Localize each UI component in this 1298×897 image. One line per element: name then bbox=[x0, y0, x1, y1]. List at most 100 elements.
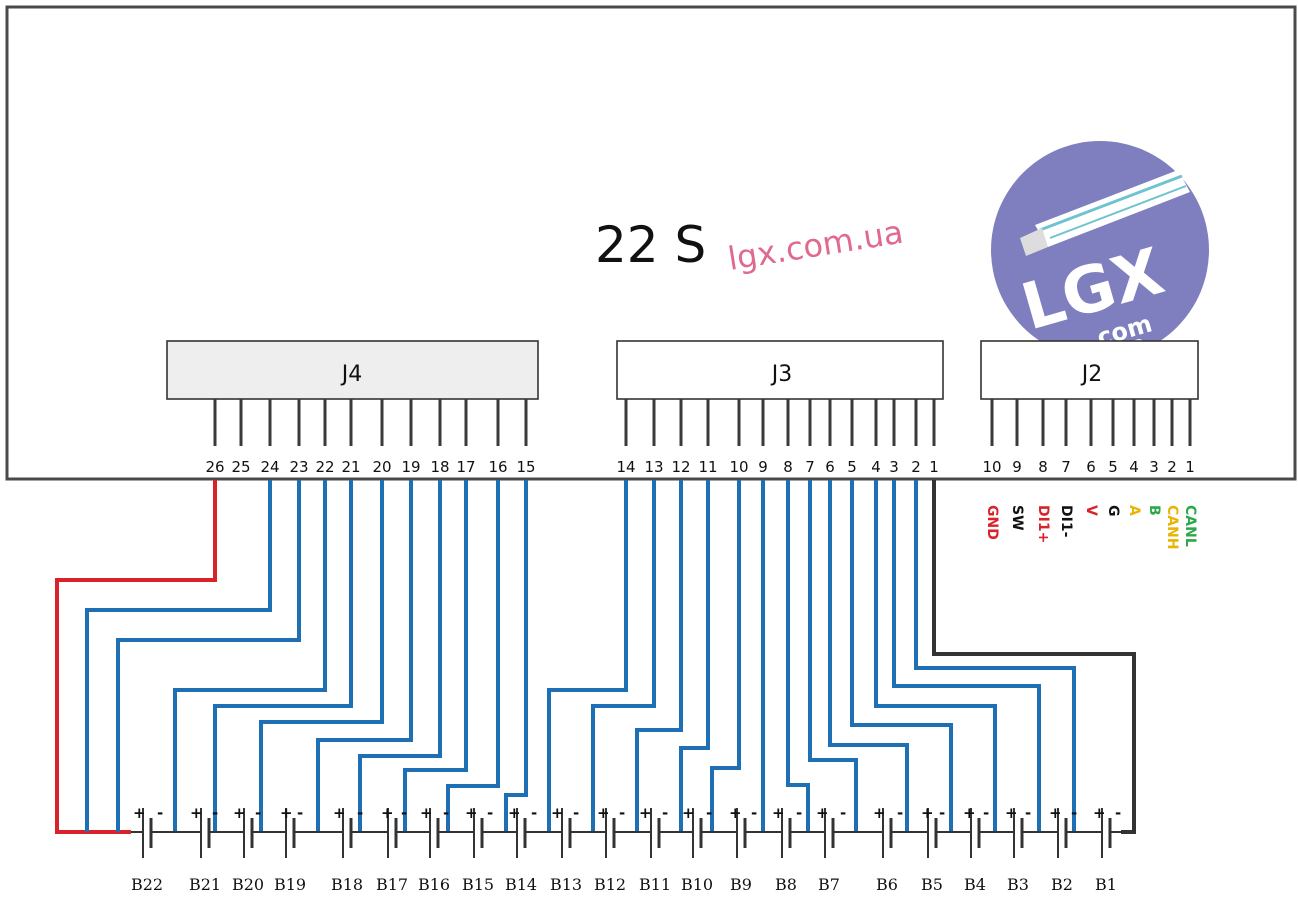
connector-j3-pin-label-6: 6 bbox=[825, 458, 835, 476]
minus-sign-b3: - bbox=[1025, 804, 1031, 822]
plus-sign-b15: + bbox=[465, 804, 478, 822]
battery-cell-b19: +- B19 bbox=[274, 804, 306, 894]
minus-sign-b5: - bbox=[939, 804, 945, 822]
battery-cell-b11: +- B11 bbox=[637, 804, 671, 894]
plus-sign-b13: + bbox=[551, 804, 564, 822]
battery-cell-b6: +-B6 bbox=[871, 804, 903, 894]
minus-sign-b10: - bbox=[706, 804, 712, 822]
minus-sign-b2: - bbox=[1071, 804, 1077, 822]
battery-cell-b16: +-B16 bbox=[418, 804, 450, 894]
lgx-logo: LGX com ua bbox=[991, 141, 1209, 361]
cell-label-b17: B17 bbox=[376, 875, 408, 894]
connector-j4: J4 bbox=[166, 340, 539, 400]
plus-sign-b20: + bbox=[233, 804, 246, 822]
cell-label-b19: B19 bbox=[274, 875, 306, 894]
connector-j3-pin-label-13: 13 bbox=[644, 458, 663, 476]
cell-label-b8: B8 bbox=[775, 875, 797, 894]
wire-j4-pin-19 bbox=[316, 480, 413, 832]
battery-cell-b14: +- B14 bbox=[505, 804, 537, 894]
plus-sign-b7: + bbox=[816, 804, 829, 822]
connector-j2-label: J2 bbox=[1080, 362, 1103, 387]
wire-j4-pin-15 bbox=[504, 480, 528, 832]
battery-string: +-B22+-B21+-B20+-B19+-B18+-B17+-B16+-B15… bbox=[131, 804, 1121, 894]
wire-j3-pin-1 bbox=[932, 480, 1136, 834]
signal-label-gnd: GND bbox=[984, 505, 1000, 540]
battery-cell-b12: +-B12 bbox=[594, 804, 626, 894]
wire-j4-pin-26 bbox=[55, 480, 217, 834]
signal-label-canh: CANH bbox=[1164, 505, 1180, 550]
wire-j4-pin-20 bbox=[259, 480, 384, 832]
battery-cell-b2: +-B2 bbox=[1047, 804, 1077, 894]
wire-j3-pin-13 bbox=[591, 480, 656, 832]
battery-cell-b8: +-B8 bbox=[770, 804, 802, 894]
connector-j2-pin-label-8: 8 bbox=[1038, 458, 1048, 476]
minus-sign-b21: - bbox=[212, 804, 218, 822]
connector-j3-pin-label-3: 3 bbox=[889, 458, 899, 476]
plus-sign-b16: + bbox=[420, 804, 433, 822]
connector-j4-pin-label-25: 25 bbox=[231, 458, 250, 476]
connector-j4-pin-label-22: 22 bbox=[315, 458, 334, 476]
connector-j3-pin-label-11: 11 bbox=[698, 458, 717, 476]
wire-j3-pin-14 bbox=[547, 480, 628, 832]
cell-label-b20: B20 bbox=[232, 875, 264, 894]
connector-j2-pin-label-2: 2 bbox=[1167, 458, 1177, 476]
minus-sign-b11: - bbox=[662, 804, 668, 822]
battery-cell-b15: +-B15 bbox=[462, 804, 494, 894]
minus-sign-b14: - bbox=[531, 804, 537, 822]
plus-sign-b18: + bbox=[333, 804, 346, 822]
battery-cell-b4: +-B4 bbox=[961, 804, 989, 894]
connector-j3-pin-label-12: 12 bbox=[671, 458, 690, 476]
minus-sign-b19: - bbox=[297, 804, 303, 822]
minus-sign-b7: - bbox=[840, 804, 846, 822]
cell-label-b10: B10 bbox=[681, 875, 713, 894]
connector-j4-pin-label-26: 26 bbox=[205, 458, 224, 476]
wire-j4-pin-21 bbox=[213, 480, 353, 832]
battery-cell-b22: +-B22 bbox=[131, 804, 163, 894]
wire-j4-pin-17 bbox=[403, 480, 468, 832]
cell-label-b15: B15 bbox=[462, 875, 494, 894]
minus-sign-b16: - bbox=[443, 804, 449, 822]
connector-j3-label: J3 bbox=[770, 362, 793, 387]
connector-j2-pin-label-4: 4 bbox=[1129, 458, 1139, 476]
connector-j4-pin-label-16: 16 bbox=[488, 458, 507, 476]
connector-j2-pin-label-9: 9 bbox=[1012, 458, 1022, 476]
plus-sign-b14: + bbox=[508, 804, 521, 822]
plus-sign-b5: + bbox=[921, 804, 934, 822]
connector-j3-pin-label-5: 5 bbox=[847, 458, 857, 476]
plus-sign-b6: + bbox=[873, 804, 886, 822]
balance-wires bbox=[55, 480, 1136, 834]
battery-cell-b13: +-B13 bbox=[549, 804, 582, 894]
plus-sign-b2: + bbox=[1049, 804, 1062, 822]
wire-j3-pin-6 bbox=[828, 480, 909, 832]
connector-j4-pin-label-24: 24 bbox=[260, 458, 279, 476]
connector-j4-pin-label-23: 23 bbox=[289, 458, 308, 476]
plus-sign-b19: + bbox=[280, 804, 293, 822]
wire-j3-pin-4 bbox=[874, 480, 997, 832]
plus-sign-b9: + bbox=[729, 804, 742, 822]
signal-label-di1: DI1- bbox=[1058, 505, 1074, 538]
connector-j3-pin-label-8: 8 bbox=[783, 458, 793, 476]
wire-j3-pin-12 bbox=[635, 480, 683, 832]
connector-j2-pin-label-7: 7 bbox=[1061, 458, 1071, 476]
battery-cell-b20: +-B20 bbox=[231, 804, 264, 894]
cell-label-b14: B14 bbox=[505, 875, 537, 894]
minus-sign-b17: - bbox=[401, 804, 407, 822]
board-title: 22 S bbox=[595, 216, 706, 274]
wire-j3-pin-2 bbox=[914, 480, 1076, 832]
plus-sign-b10: + bbox=[682, 804, 695, 822]
plus-sign-b17: + bbox=[381, 804, 394, 822]
minus-sign-b12: - bbox=[619, 804, 625, 822]
signal-label-a: A bbox=[1126, 505, 1142, 516]
battery-cell-b18: +-B18 bbox=[331, 804, 363, 894]
battery-cell-b3: +-B3 bbox=[1003, 804, 1031, 894]
wire-j3-pin-8 bbox=[786, 480, 810, 832]
plus-sign-b3: + bbox=[1005, 804, 1018, 822]
plus-sign-b11: + bbox=[639, 804, 652, 822]
connector-j4-pin-label-17: 17 bbox=[456, 458, 475, 476]
cell-label-b18: B18 bbox=[331, 875, 363, 894]
connector-j4-pin-label-15: 15 bbox=[516, 458, 535, 476]
minus-sign-b13: - bbox=[573, 804, 579, 822]
cell-label-b11: B11 bbox=[639, 875, 671, 894]
cell-label-b21: B21 bbox=[189, 875, 221, 894]
